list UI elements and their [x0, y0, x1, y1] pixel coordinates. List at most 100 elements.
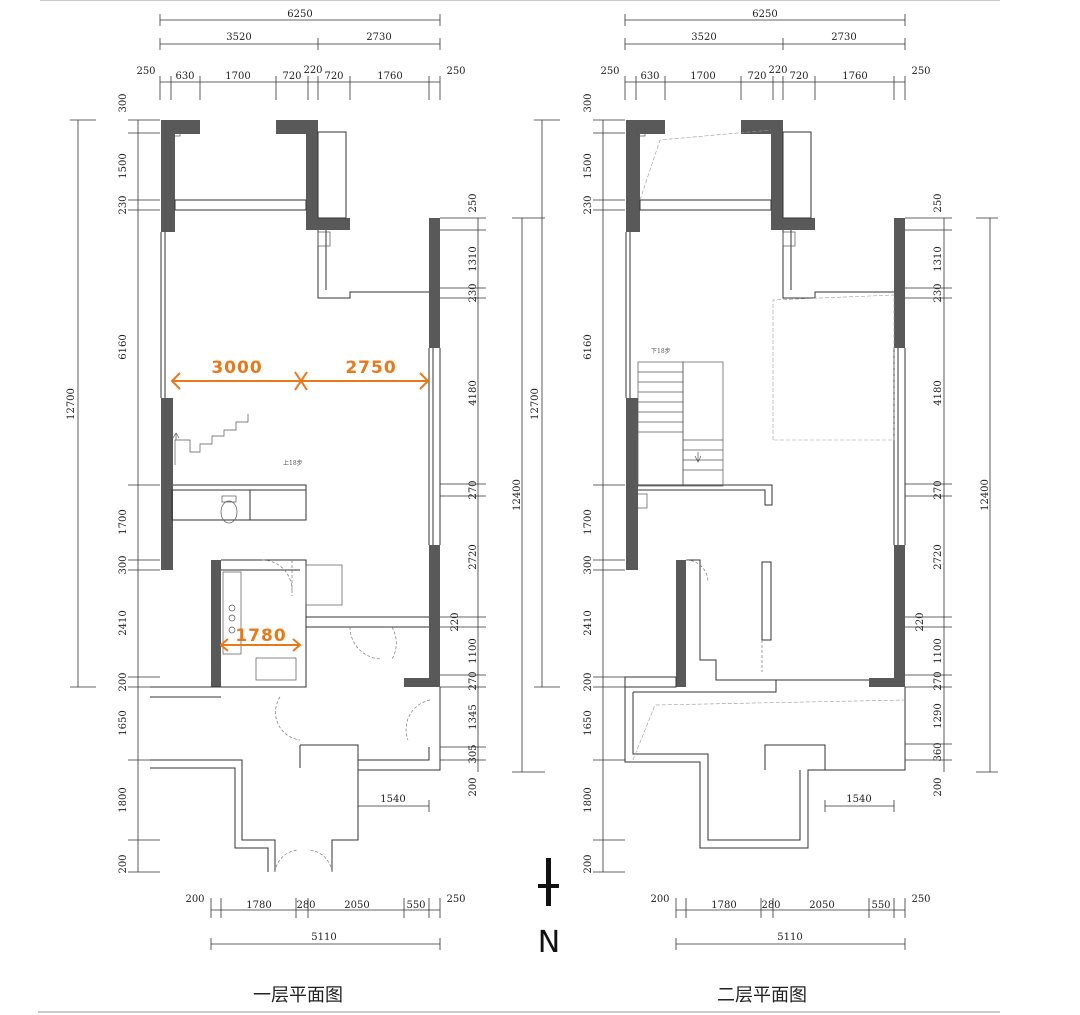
floor1-annotation-2750: 2750	[345, 358, 396, 378]
floor2-dim-b1: 1780	[711, 900, 736, 911]
floor1-dim-l8: 1650	[118, 710, 129, 735]
floor1-plan: 6250 3520 2730 250 630 1700 720 220 720 …	[66, 9, 545, 1006]
floor2-dim-l2: 230	[583, 195, 594, 214]
floor1-dim-r10: 305	[468, 744, 479, 763]
floor2-dim-l7: 200	[583, 672, 594, 691]
floor1-dim-d0: 250	[136, 66, 155, 77]
floor1-dim-b0: 200	[185, 894, 204, 905]
floor2-dim-d6: 1760	[842, 71, 867, 82]
floor2-dim-d3: 720	[747, 71, 766, 82]
floor2-dim-right-total: 12400	[980, 479, 991, 511]
floor2-dim-bottom-total: 5110	[777, 932, 802, 943]
floor1-dim-r3: 4180	[468, 380, 479, 405]
floor2-stair-label: 下18步	[651, 347, 671, 355]
floor1-dim-l4: 1700	[118, 509, 129, 534]
floor1-dim-d6: 1760	[377, 71, 402, 82]
floor2-walls	[626, 120, 905, 687]
floor1-dim-b1: 1780	[246, 900, 271, 911]
floor1-walls	[161, 120, 440, 687]
floor1-dim-l5: 300	[118, 555, 129, 574]
floor1-dim-d2: 1700	[225, 71, 250, 82]
floor1-stair-label: 上18步	[283, 459, 303, 467]
floor1-dim-3520: 3520	[226, 32, 251, 43]
floor2-dim-r4: 270	[933, 480, 944, 499]
north-label: N	[538, 925, 560, 960]
floor2-dim-d0: 250	[600, 66, 619, 77]
floor2-dim-r0: 250	[933, 193, 944, 212]
floor1-dim-r6: 220	[450, 612, 461, 631]
floor2-void-outline	[632, 129, 906, 761]
floor2-dim-r3: 4180	[933, 380, 944, 405]
floor2-dim-r10: 360	[933, 742, 944, 761]
floor2-doors	[685, 559, 763, 672]
floor1-dim-b4: 550	[406, 900, 425, 911]
floor1-dim-2730: 2730	[366, 32, 391, 43]
floor2-bottom-dimensions	[675, 898, 906, 950]
floor2-dim-d1: 630	[640, 71, 659, 82]
floor1-dim-r11: 200	[468, 777, 479, 796]
floor2-dim-l8: 1650	[583, 710, 594, 735]
floor1-dim-d1: 630	[175, 71, 194, 82]
floor1-dim-l7: 200	[118, 672, 129, 691]
floor2-dim-1540: 1540	[846, 794, 871, 805]
floor2-dim-r7: 1100	[933, 638, 944, 663]
floor1-dim-l2: 230	[118, 195, 129, 214]
floor2-dim-b2: 280	[761, 900, 780, 911]
floor2-dim-b5: 250	[911, 894, 930, 905]
floor2-left-dimensions	[534, 119, 625, 873]
floor2-dim-d7: 250	[911, 66, 930, 77]
floor2-dim-r2: 230	[933, 283, 944, 302]
floor2-dim-d4: 220	[768, 65, 787, 76]
floor2-title: 二层平面图	[717, 985, 807, 1006]
floor1-stairs	[172, 414, 249, 465]
floor1-dim-1540-line	[357, 800, 430, 812]
floor1-annotation-lines	[170, 371, 430, 652]
floor1-dim-r4: 270	[468, 480, 479, 499]
floor2-dim-l4: 1700	[583, 509, 594, 534]
floor2-stairs	[637, 361, 724, 487]
floor1-dim-l3: 6160	[118, 334, 129, 359]
floor1-top-dimensions	[159, 14, 441, 100]
floor1-dim-l6: 2410	[118, 610, 129, 635]
floor1-dim-b5: 250	[446, 894, 465, 905]
floor1-annotation-1780: 1780	[235, 626, 286, 646]
floor2-dim-r9: 1290	[933, 703, 944, 728]
floor2-fixtures	[636, 127, 796, 509]
floor1-dim-l1: 1500	[118, 153, 129, 178]
floor2-dim-l3: 6160	[583, 334, 594, 359]
floor1-right-dimensions	[440, 217, 545, 773]
floor1-dim-d3: 720	[282, 71, 301, 82]
floor1-dim-right-total: 12400	[512, 479, 523, 511]
floor1-dim-l0: 300	[118, 93, 129, 112]
floor1-dim-r7: 1100	[468, 638, 479, 663]
floor2-dim-l9: 1800	[583, 787, 594, 812]
north-arrow-icon	[538, 858, 559, 906]
floor1-title: 一层平面图	[253, 985, 343, 1006]
floor2-dim-r5: 2720	[933, 544, 944, 569]
floor2-dim-left-total: 12700	[530, 388, 541, 420]
floor2-dim-d2: 1700	[690, 71, 715, 82]
floor1-dim-bottom-total: 5110	[311, 932, 336, 943]
floor1-fixtures	[171, 127, 343, 681]
floor1-dim-r1: 1310	[468, 246, 479, 271]
floor2-dim-d5: 720	[789, 71, 808, 82]
floor1-dim-l9: 1800	[118, 787, 129, 812]
floor2-dim-l5: 300	[583, 555, 594, 574]
floor1-dim-r0: 250	[468, 193, 479, 212]
floor1-dim-b3: 2050	[344, 900, 369, 911]
floor1-dim-r5: 2720	[468, 544, 479, 569]
floor2-outlines	[624, 131, 906, 849]
floor1-dim-r8: 270	[468, 671, 479, 690]
floor1-dim-d7: 250	[446, 66, 465, 77]
floor1-dim-left-total: 12700	[66, 388, 77, 420]
floor1-doors	[261, 559, 431, 873]
floor2-dim-l6: 2410	[583, 610, 594, 635]
floor2-dim-2730: 2730	[831, 32, 856, 43]
floor2-top-dimensions	[624, 14, 906, 100]
floor2-dim-total-top: 6250	[752, 9, 777, 20]
floor2-dim-r11: 200	[933, 777, 944, 796]
floor1-dim-b2: 280	[296, 900, 315, 911]
floor1-dim-r2: 230	[468, 283, 479, 302]
floor2-right-dimensions	[905, 217, 998, 773]
floor2-dim-1540-line	[824, 800, 895, 812]
